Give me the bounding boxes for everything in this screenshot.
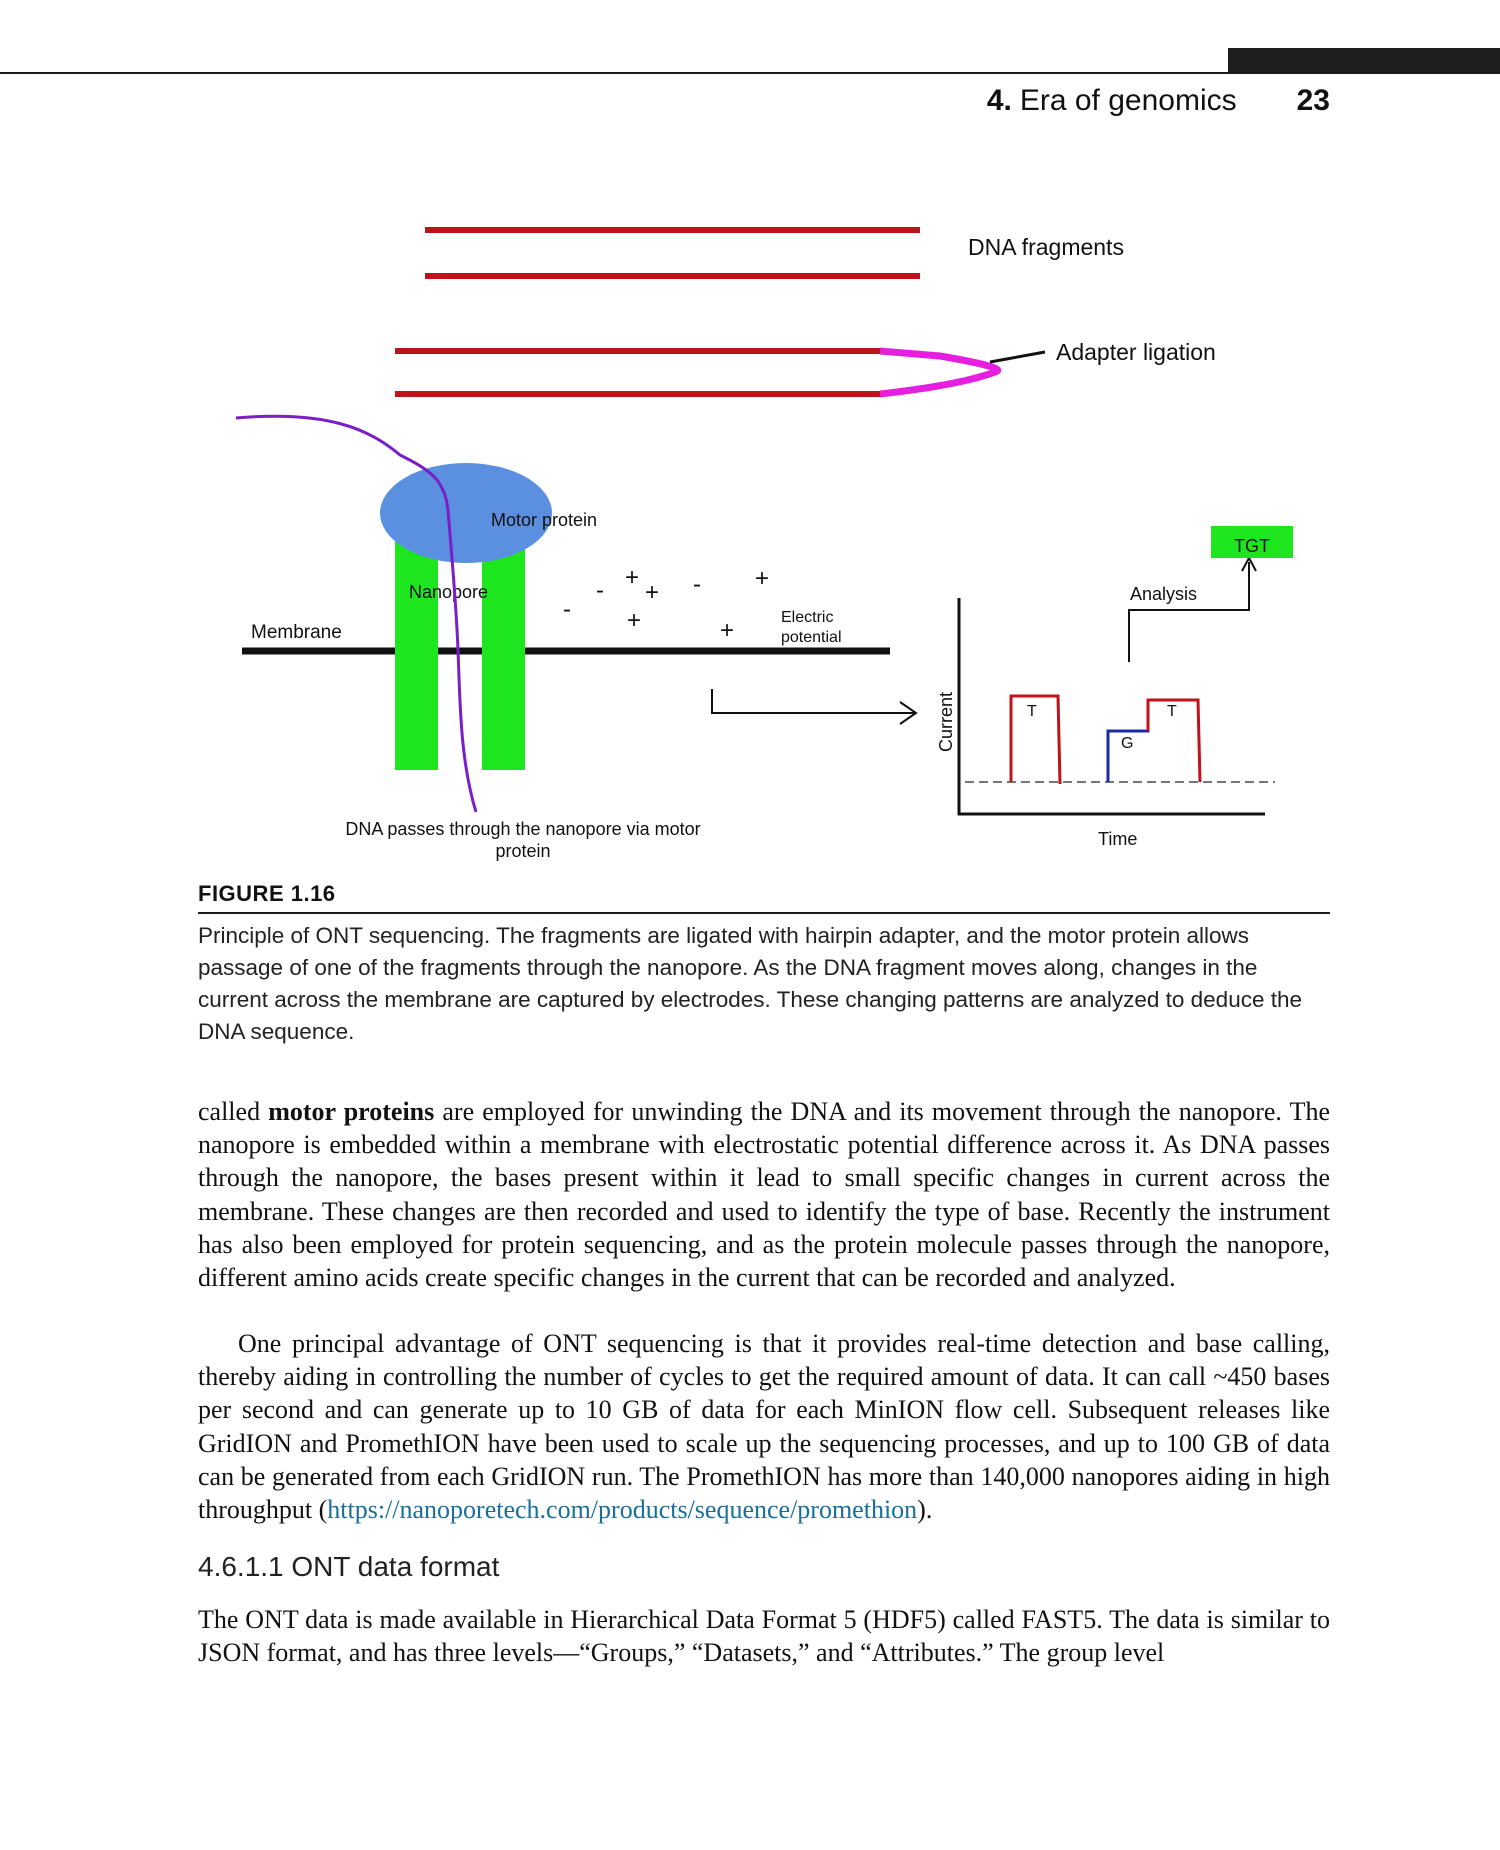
charge-plus-3: + [755,565,769,592]
figure-caption: Principle of ONT sequencing. The fragmen… [198,923,1302,1044]
adapter-pointer [989,350,1046,364]
charge-minus-1: - [596,577,604,604]
paragraph-2: One principal advantage of ONT sequencin… [198,1327,1330,1526]
signal-peak-t2 [1146,698,1202,783]
section-heading: 4.6.1.1 ONT data format [198,1551,500,1582]
chapter-number: 4. [986,84,1012,117]
nanopore-right-wall [482,535,525,770]
promethion-link[interactable]: https://nanoporetech.com/products/sequen… [327,1495,918,1525]
signal-arrow [711,689,914,714]
signal-peak-t1 [1009,694,1062,785]
label-base-t2: T [1167,703,1177,720]
paragraph-3: The ONT data is made available in Hierar… [198,1605,1330,1668]
label-dna-passes-1: DNA passes through the nanopore via moto… [345,819,700,839]
label-adapter-ligation: Adapter ligation [1056,339,1216,365]
motor-protein [380,463,552,563]
label-time-axis: Time [1098,829,1137,849]
p2-text-end: ). [917,1495,933,1525]
p1-bold-term: motor proteins [268,1097,435,1126]
charge-plus-4: + [627,607,641,634]
header-bar [1228,48,1500,73]
p1-text-start: called [198,1097,269,1126]
charge-plus-1: + [625,564,639,591]
analysis-connector [1128,562,1250,662]
label-analysis: Analysis [1130,584,1197,604]
label-base-g: G [1121,735,1133,752]
signal-arrow-head [899,701,918,725]
p2-text-start: One principal advantage of ONT sequencin… [198,1329,1330,1525]
label-base-t1: T [1027,703,1037,720]
result-box [1211,526,1293,558]
label-membrane: Membrane [251,622,342,643]
running-head: 4.Era of genomics 23 [900,84,1330,118]
label-motor-protein: Motor protein [491,510,597,530]
charge-plus-2: + [645,579,659,606]
dna-thread [235,414,478,813]
figure-label: FIGURE 1.16 [198,881,336,906]
header-rule [0,72,1500,74]
hairpin-adapter [879,347,1001,398]
charge-minus-3: - [563,596,571,623]
page-number: 23 [1296,84,1330,117]
result-sequence: TGT [1234,536,1270,556]
label-dna-fragments: DNA fragments [968,234,1124,260]
charge-plus-5: + [720,617,734,644]
chapter-title: Era of genomics [1019,84,1237,117]
paragraph-1: called motor proteins are employed for u… [198,1095,1330,1294]
label-dna-passes-2: protein [495,841,550,861]
ont-sequencing-figure: DNA fragments Adapter ligation Membrane … [235,227,1293,861]
label-potential: potential [781,629,842,646]
label-electric: Electric [781,609,833,626]
label-current-axis: Current [936,692,956,752]
label-nanopore: Nanopore [409,582,488,602]
charge-minus-2: - [693,571,701,598]
nanopore-left-wall [395,535,438,770]
figure-rule [198,912,1330,914]
p1-text-rest: are employed for unwinding the DNA and i… [198,1097,1331,1293]
